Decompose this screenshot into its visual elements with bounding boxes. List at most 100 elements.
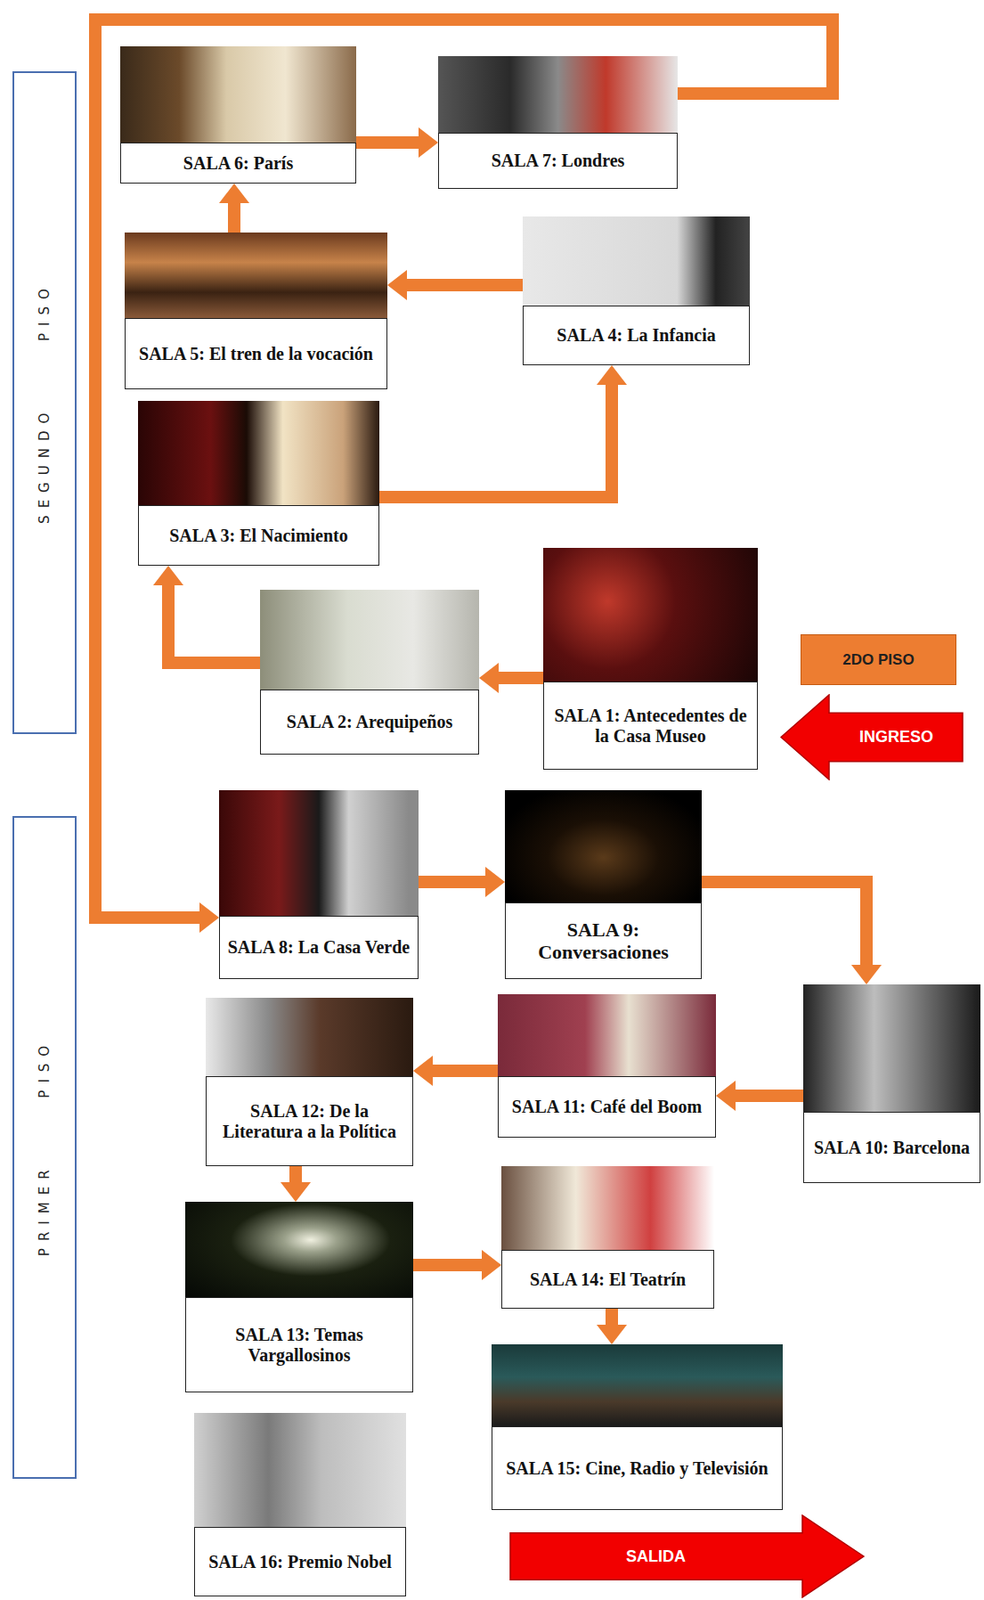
room-label: SALA 3: El Nacimiento	[169, 525, 349, 546]
arrow-outline	[510, 1514, 864, 1597]
room-label-box: SALA 7: Londres	[438, 132, 678, 189]
room-node: SALA 8: La Casa Verde	[219, 789, 419, 979]
flow-arrow	[479, 662, 544, 693]
room-node: SALA 7: Londres	[438, 56, 678, 189]
room-photo	[543, 547, 758, 682]
room-label-box: SALA 9: Conversaciones	[504, 902, 702, 979]
room-node: SALA 11: Café del Boom	[497, 993, 716, 1138]
flow-arrow	[356, 127, 439, 158]
arrow-shaft	[418, 875, 486, 888]
arrow-head	[715, 1080, 736, 1111]
room-label: SALA 2: Arequipeños	[286, 711, 453, 732]
room-label: SALA 7: Londres	[491, 150, 626, 171]
room-node: SALA 1: Antecedentes de la Casa Museo	[543, 547, 758, 770]
flow-arrow	[387, 269, 523, 301]
arrow-shaft	[735, 1089, 804, 1102]
room-photo	[205, 997, 414, 1076]
arrow-shaft	[289, 1165, 302, 1182]
room-label: SALA 1: Antecedentes de la Casa Museo	[549, 705, 752, 747]
room-label-box: SALA 5: El tren de la vocación	[124, 317, 388, 390]
arrow-shaft	[498, 671, 544, 684]
room-label: SALA 8: La Casa Verde	[227, 936, 410, 958]
room-photo	[491, 1343, 783, 1426]
arrow-shaft	[168, 585, 261, 663]
room-node: SALA 5: El tren de la vocación	[124, 232, 388, 390]
room-label-box: SALA 12: De la Literatura a la Política	[205, 1075, 414, 1166]
floor-band: PRIMER PISO	[12, 815, 77, 1479]
room-label-box: SALA 2: Arequipeños	[260, 689, 480, 755]
room-label-box: SALA 6: París	[120, 142, 357, 184]
flow-arrow	[413, 1055, 498, 1086]
arrow-shaft	[701, 881, 867, 965]
arrow-head	[596, 365, 627, 385]
arrow-shaft	[95, 19, 833, 918]
arrow-head	[199, 902, 220, 933]
flow-arrow	[413, 1249, 502, 1280]
room-label: SALA 9: Conversaciones	[511, 918, 696, 964]
room-label: SALA 10: Barcelona	[813, 1137, 970, 1158]
arrow-shaft	[406, 278, 523, 292]
flow-arrow	[280, 1165, 311, 1202]
room-photo	[501, 1165, 715, 1250]
room-node: SALA 6: París	[120, 46, 357, 184]
room-node: SALA 10: Barcelona	[803, 984, 981, 1183]
arrow-head	[851, 964, 882, 984]
floor-tag-box: 2DO PISO	[800, 634, 957, 685]
room-photo	[522, 216, 750, 306]
room-photo	[438, 56, 678, 133]
room-node: SALA 3: El Nacimiento	[138, 400, 380, 566]
flow-arrow	[418, 866, 505, 897]
room-label: SALA 12: De la Literatura a la Política	[211, 1100, 407, 1142]
room-photo	[124, 232, 388, 318]
exit-label: SALIDA	[626, 1546, 686, 1566]
room-photo	[260, 589, 480, 690]
room-node: SALA 12: De la Literatura a la Política	[205, 997, 414, 1166]
room-label-box: SALA 15: Cine, Radio y Televisión	[491, 1425, 783, 1510]
room-label-box: SALA 10: Barcelona	[803, 1111, 981, 1183]
room-node: SALA 15: Cine, Radio y Televisión	[491, 1343, 783, 1510]
room-photo	[138, 400, 380, 505]
room-node: SALA 2: Arequipeños	[260, 589, 480, 755]
flow-arrow	[95, 19, 833, 933]
room-label-box: SALA 3: El Nacimiento	[138, 504, 380, 566]
room-photo	[120, 46, 357, 143]
room-label-box: SALA 1: Antecedentes de la Casa Museo	[543, 681, 758, 770]
flow-arrow	[379, 365, 627, 497]
room-label: SALA 4: La Infancia	[556, 325, 716, 346]
arrow-shaft	[605, 1308, 619, 1325]
room-photo	[504, 789, 702, 903]
flow-arrow	[715, 1080, 804, 1111]
room-node: SALA 4: La Infancia	[522, 216, 750, 366]
room-label-box: SALA 14: El Teatrín	[501, 1249, 715, 1309]
arrow-head	[219, 183, 250, 204]
room-photo	[219, 789, 419, 916]
arrow-head	[387, 269, 407, 301]
room-label-box: SALA 8: La Casa Verde	[219, 915, 419, 979]
room-label: SALA 14: El Teatrín	[529, 1268, 686, 1290]
arrow-head	[413, 1055, 433, 1086]
arrow-head	[479, 662, 499, 693]
room-label: SALA 13: Temas Vargallosinos	[191, 1324, 407, 1366]
room-label-box: SALA 11: Café del Boom	[497, 1075, 716, 1138]
room-photo	[194, 1412, 407, 1527]
room-node: SALA 13: Temas Vargallosinos	[185, 1201, 414, 1392]
arrow-head	[153, 565, 184, 586]
room-label: SALA 6: París	[183, 153, 293, 174]
room-label: SALA 16: Premio Nobel	[208, 1551, 392, 1572]
floor-tag: 2DO PISO	[842, 650, 914, 669]
room-node: SALA 14: El Teatrín	[501, 1165, 715, 1309]
arrow-shaft	[227, 203, 241, 233]
arrow-shape	[509, 1513, 865, 1598]
flow-arrow	[153, 565, 261, 663]
arrow-head	[280, 1181, 311, 1202]
flow-arrow	[596, 1308, 627, 1344]
arrow-head	[596, 1324, 627, 1344]
arrow-head	[418, 127, 439, 158]
room-node: SALA 9: Conversaciones	[504, 789, 702, 979]
flow-arrow	[219, 183, 250, 233]
arrow-head	[485, 866, 505, 897]
room-label: SALA 11: Café del Boom	[512, 1096, 702, 1117]
arrow-shaft	[413, 1258, 482, 1271]
arrow-shaft	[356, 136, 419, 149]
floor-band: SEGUNDO PISO	[12, 71, 77, 734]
